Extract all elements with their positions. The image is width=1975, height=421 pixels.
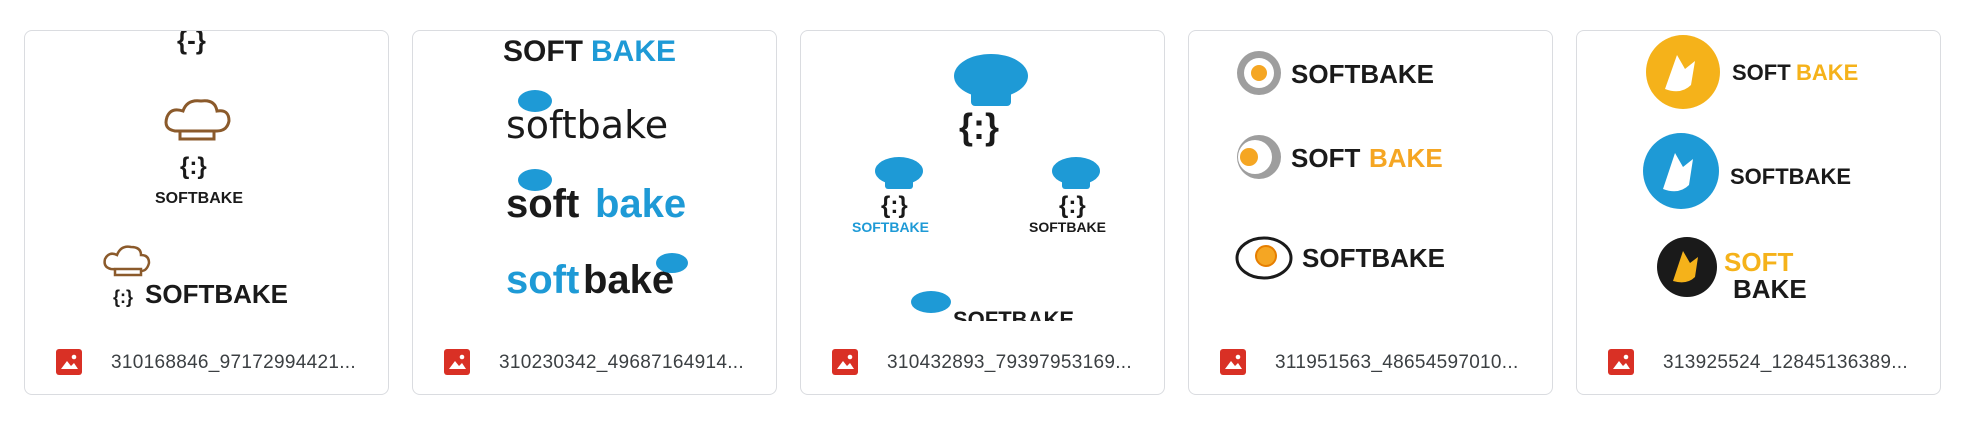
logo-wordmark-soft: SOFT [1291,143,1360,173]
svg-text:{-}: {-} [177,31,206,55]
file-card[interactable]: SOFTBAKE SOFT BAKE SOFTBAKE [1188,30,1553,395]
cloud-hat-icon [518,169,552,191]
chef-face-logo-cropped: {-} [177,31,206,55]
file-footer: 311951563_48654597010... [1189,349,1552,383]
file-footer: 313925524_12845136389... [1577,349,1940,383]
chef-face-icon: {:} [881,192,908,219]
fox-badge-icon [1646,35,1720,109]
logo-wordmark: SOFTBAKE [1291,59,1434,89]
logo-wordmark-bake: BAKE [1733,274,1807,304]
logo-wordmark-bake: BAKE [1369,143,1443,173]
file-thumbnail: SOFT BAKE SOFTBAKE SOFT BAKE [1577,31,1940,321]
egg-icon [1237,51,1281,95]
chef-hat-icon [954,54,1028,106]
logo-wordmark: SOFTBAKE [145,279,288,309]
file-card[interactable]: SOFT BAKE SOFTBAKE SOFT BAKE [1576,30,1941,395]
image-file-icon [832,349,858,375]
file-footer: 310230342_49687164914... [413,349,776,383]
file-thumbnail: {-} {:} SOFTBAKE {:} SOFTBAKE [25,31,388,321]
logo-wordmark-soft: SOFT [1732,60,1791,85]
file-name: 310168846_97172994421... [111,352,356,373]
logo-wordmark-soft: soft [506,182,579,226]
file-thumbnail: SOFTBAKE SOFT BAKE SOFTBAKE [1189,31,1552,321]
fox-badge-icon [1657,237,1717,297]
logo-wordmark: SOFTBAKE [1029,219,1106,235]
logo-wordmark: SOFTBAKE [1302,243,1445,273]
logo-wordmark-soft: soft [506,258,579,302]
fox-badge-icon [1643,133,1719,209]
chef-face-icon: {:} [113,287,133,307]
fried-egg-icon [1235,236,1293,280]
file-thumbnail: {:} {:} SOFTBAKE {:} SOFTBAKE SOFTBAKE [801,31,1164,321]
file-grid: {-} {:} SOFTBAKE {:} SOFTBAKE [24,30,1941,395]
logo-wordmark-bake: BAKE [591,35,676,68]
image-file-icon [1608,349,1634,375]
file-card[interactable]: SOFT BAKE softbake soft bake soft bake 3… [412,30,777,395]
chef-hat-icon [164,99,231,141]
logo-wordmark: softbake [506,103,668,147]
image-file-icon [444,349,470,375]
logo-wordmark: SOFTBAKE [1730,164,1851,189]
logo-wordmark: SOFTBAKE [155,190,243,207]
file-name: 313925524_12845136389... [1663,352,1908,373]
file-footer: 310432893_79397953169... [801,349,1164,383]
chef-hat-icon [103,245,151,277]
chef-face-icon: {:} [959,106,999,147]
file-card[interactable]: {:} {:} SOFTBAKE {:} SOFTBAKE SOFTBAKE [800,30,1165,395]
image-file-icon [1220,349,1246,375]
logo-wordmark-soft: SOFT [503,35,583,68]
chef-face-icon: {:} [1059,192,1086,219]
logo-wordmark: SOFTBAKE [953,307,1074,321]
logo-wordmark: SOFTBAKE [852,219,929,235]
egg-icon [1237,135,1281,179]
cloud-hat-icon [656,253,688,273]
logo-wordmark-soft: SOFT [1724,247,1793,277]
file-thumbnail: SOFT BAKE softbake soft bake soft bake [413,31,776,321]
file-footer: 310168846_97172994421... [25,349,388,383]
file-card[interactable]: {-} {:} SOFTBAKE {:} SOFTBAKE [24,30,389,395]
logo-wordmark-bake: BAKE [1796,60,1858,85]
chef-hat-icon [875,157,923,189]
logo-wordmark-bake: bake [595,182,686,226]
file-name: 311951563_48654597010... [1275,352,1519,373]
file-name: 310230342_49687164914... [499,352,744,373]
chef-face-icon: {:} [180,153,207,180]
image-file-icon [56,349,82,375]
chef-hat-icon [1052,157,1100,189]
cloud-hat-icon [518,90,552,112]
chef-hat-icon [911,291,951,313]
file-name: 310432893_79397953169... [887,352,1132,373]
